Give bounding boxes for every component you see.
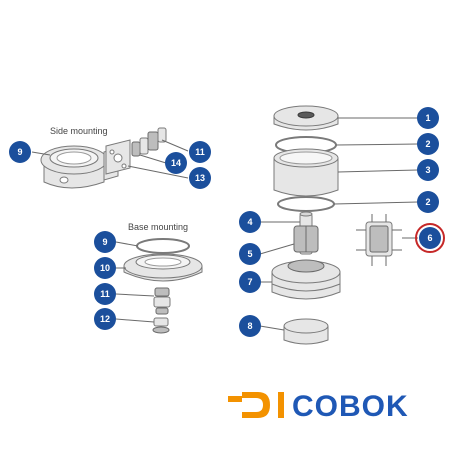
part-2-ring-bottom xyxy=(277,196,335,212)
part-1-lid xyxy=(273,105,339,131)
badge-1[interactable]: 1 xyxy=(417,107,439,129)
svg-text:13: 13 xyxy=(195,173,205,183)
part-3-cylinder xyxy=(273,148,339,197)
svg-text:7: 7 xyxy=(247,277,252,287)
badge-8[interactable]: 8 xyxy=(239,315,261,337)
base-mount xyxy=(123,253,203,282)
badge-base-9[interactable]: 9 xyxy=(94,231,116,253)
svg-text:9: 9 xyxy=(17,147,22,157)
badge-5[interactable]: 5 xyxy=(239,243,261,265)
badge-base-12[interactable]: 12 xyxy=(94,308,116,330)
badge-side-14[interactable]: 14 xyxy=(165,152,187,174)
svg-text:5: 5 xyxy=(247,249,252,259)
badge-2-bottom[interactable]: 2 xyxy=(417,191,439,213)
svg-text:6: 6 xyxy=(427,233,432,243)
bracket-plate xyxy=(105,139,131,175)
svg-text:1: 1 xyxy=(425,113,430,123)
svg-text:2: 2 xyxy=(425,197,430,207)
brand-name: COBOK xyxy=(292,390,409,423)
svg-text:8: 8 xyxy=(247,321,252,331)
svg-text:2: 2 xyxy=(425,139,430,149)
side-fitting xyxy=(131,127,167,157)
badge-side-9[interactable]: 9 xyxy=(9,141,31,163)
base-mounting-label: Base mounting xyxy=(128,222,188,232)
base-connector xyxy=(152,317,170,334)
side-mounting-label: Side mounting xyxy=(50,126,108,136)
badge-3[interactable]: 3 xyxy=(417,159,439,181)
brand-logo-icon xyxy=(228,392,284,418)
brand-watermark: COBOK xyxy=(228,390,409,423)
base-o-ring xyxy=(136,238,190,254)
svg-text:14: 14 xyxy=(171,158,181,168)
badge-base-10[interactable]: 10 xyxy=(94,257,116,279)
badge-2-top[interactable]: 2 xyxy=(417,133,439,155)
svg-text:3: 3 xyxy=(425,165,430,175)
base-fitting xyxy=(153,287,171,315)
svg-text:11: 11 xyxy=(195,147,205,157)
svg-text:10: 10 xyxy=(100,263,110,273)
badge-side-11[interactable]: 11 xyxy=(189,141,211,163)
badge-6-highlighted[interactable]: 6 xyxy=(415,223,445,253)
svg-text:12: 12 xyxy=(100,314,110,324)
side-mount-housing xyxy=(40,145,119,189)
part-7-base-body xyxy=(271,259,341,300)
svg-text:11: 11 xyxy=(100,289,110,299)
badge-7[interactable]: 7 xyxy=(239,271,261,293)
badge-side-13[interactable]: 13 xyxy=(189,167,211,189)
part-6-cell xyxy=(356,214,402,266)
badge-4[interactable]: 4 xyxy=(239,211,261,233)
part-8-bottom-disc xyxy=(283,318,329,345)
svg-text:9: 9 xyxy=(102,237,107,247)
badge-base-11[interactable]: 11 xyxy=(94,283,116,305)
part-5-sensor xyxy=(293,225,319,253)
svg-text:4: 4 xyxy=(247,217,252,227)
